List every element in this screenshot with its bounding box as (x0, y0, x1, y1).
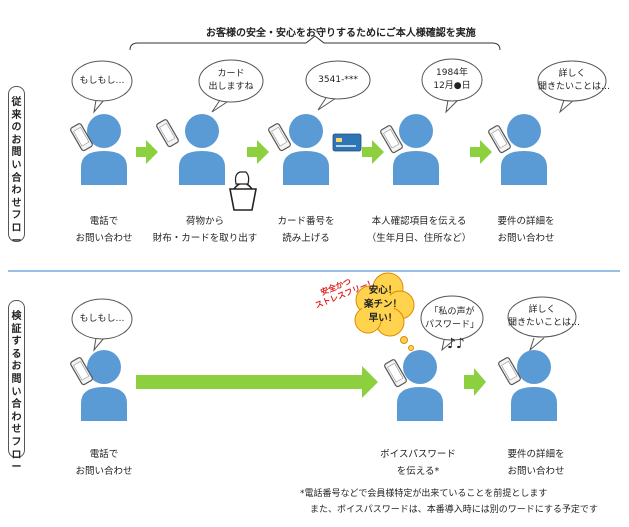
flow-arrow (470, 140, 492, 164)
flow-arrow (362, 140, 384, 164)
step-label-t4: 本人確認項目を伝える（生年月日、住所など） (366, 216, 472, 244)
top-bracket (129, 35, 501, 51)
speech-bubble (420, 295, 484, 341)
person-icon-t4 (379, 114, 439, 185)
traditional-bubbles (71, 58, 607, 114)
bubble-text-v1: もしもし… (79, 314, 125, 324)
speech-bubble (71, 60, 133, 102)
flow-arrow (247, 140, 269, 164)
person-icon-t2 (155, 114, 225, 185)
step-label-t3: カード番号を読み上げる (277, 216, 335, 244)
footnote-1: *電話番号などで会員様特定が出来ていることを前提とします (300, 489, 548, 499)
diagram-title: お客様の安全・安心をお守りするためにご本人様確認を実施 (206, 28, 476, 39)
credit-card-icon (332, 133, 362, 152)
bubble-text-v2: 「私の声がパスワード」 (424, 307, 479, 330)
flow-arrow (136, 140, 158, 164)
person-icon-t1 (69, 114, 127, 185)
flow-arrow (464, 368, 486, 396)
traditional-arrows (136, 140, 492, 164)
flow-arrow (136, 366, 378, 398)
step-label-t5: 要件の詳細をお問い合わせ (497, 216, 555, 244)
step-label-v1: 電話でお問い合わせ (75, 449, 133, 477)
person-icon-t5 (487, 114, 547, 185)
hand-icon (234, 171, 250, 185)
footnote-2: また、ボイスパスワードは、本番導入時には別のワードにする予定です (310, 505, 598, 515)
smartphone-icon (267, 122, 292, 152)
bubble-text-v3: 詳しく聞きたいことは… (508, 305, 581, 328)
step-label-t1: 電話でお問い合わせ (75, 216, 133, 244)
traditional-flow-label: 従来のお問い合わせフロー (8, 86, 25, 247)
person-icon-t3 (267, 114, 329, 185)
thought-cloud-icon (354, 272, 415, 351)
voice-bubbles (71, 295, 577, 352)
bubble-text-t3: 3541-*** (318, 75, 358, 85)
speech-bubble (71, 298, 133, 340)
basket-icon (229, 182, 257, 211)
voice-arrows (136, 366, 486, 398)
bubble-text-t1: もしもし… (79, 76, 125, 86)
speech-bubble (198, 59, 264, 103)
speech-bubble (507, 296, 577, 338)
smartphone-icon (155, 118, 180, 148)
cloud-text: 安心！楽チン！早い！ (363, 285, 402, 324)
speech-bubble (305, 60, 371, 100)
step-label-v3: 要件の詳細をお問い合わせ (507, 449, 565, 477)
bubble-text-t2: カード出しますね (208, 69, 254, 92)
bubble-text-t5: 詳しく聞きたいことは… (538, 69, 611, 92)
music-notes-icon: ♪♪ (447, 336, 465, 352)
speech-bubble (537, 60, 607, 102)
step-label-v2: ボイスパスワードを伝える* (380, 449, 456, 477)
voice-flow-label: 検証するお問い合わせフロー (8, 300, 25, 473)
person-icon-v2 (383, 350, 443, 421)
step-label-t2: 荷物から財布・カードを取り出す (152, 216, 258, 244)
speech-bubble (421, 58, 483, 102)
person-icon-v3 (497, 350, 557, 421)
person-icon-v1 (69, 350, 127, 421)
